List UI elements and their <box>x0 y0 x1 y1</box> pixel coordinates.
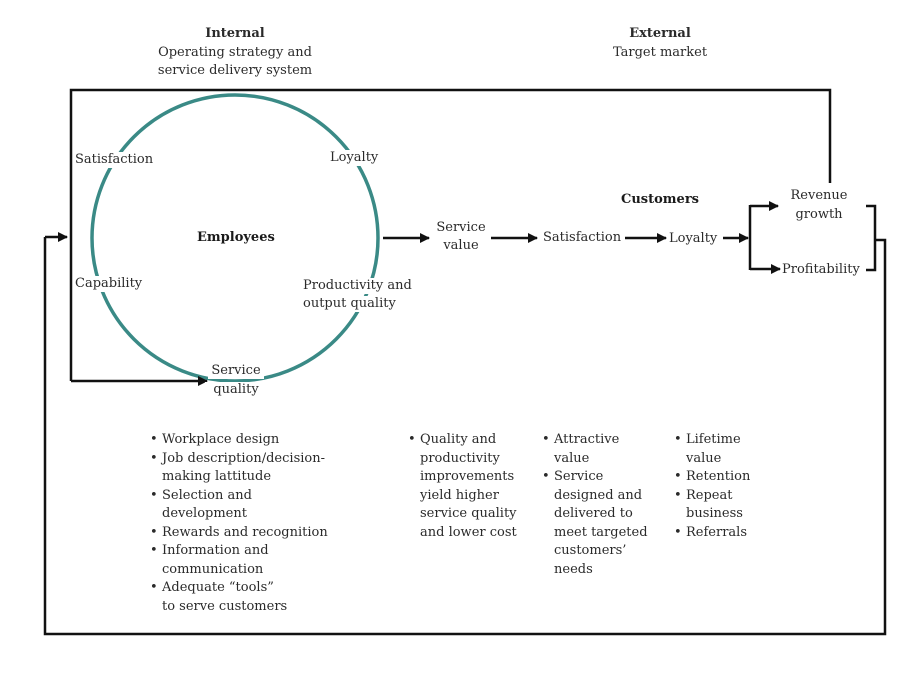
external-title: External <box>629 26 691 41</box>
service-value-list: Quality and productivity improvements yi… <box>408 431 517 542</box>
customer-loyalty-label: Loyalty <box>669 231 718 246</box>
list-item: Repeat business <box>674 487 750 524</box>
service-value-label-line1: Service <box>436 220 486 235</box>
list-item: Service designed and delivered to meet t… <box>542 468 648 579</box>
customer-loyalty-list: Lifetime value Retention Repeat business… <box>674 431 750 542</box>
revenue-growth-label-line1: Revenue <box>783 188 855 204</box>
productivity-label-line1: Productivity and <box>302 278 413 294</box>
service-quality-label-line2: quality <box>205 382 267 398</box>
internal-factors-list: Workplace design Job description/decisio… <box>150 431 328 616</box>
list-item: Retention <box>674 468 750 487</box>
list-item: Adequate “tools” to serve customers <box>150 579 328 616</box>
list-item: Quality and productivity improvements yi… <box>408 431 517 542</box>
join-bracket <box>866 204 877 272</box>
employees-label: Employees <box>197 230 275 245</box>
employee-cycle-circle <box>90 93 380 383</box>
internal-subtitle-line2: service delivery system <box>157 63 313 78</box>
list-item: Job description/decision- making lattitu… <box>150 450 328 487</box>
service-quality-label-line1: Service <box>208 363 264 379</box>
internal-title: Internal <box>205 26 265 41</box>
productivity-label-line2: output quality <box>302 296 397 312</box>
list-item: Workplace design <box>150 431 328 450</box>
employee-loyalty-label: Loyalty <box>329 150 380 166</box>
top-feedback-line <box>69 88 832 381</box>
external-subtitle: Target market <box>612 45 708 60</box>
customer-satisfaction-label: Satisfaction <box>543 230 622 245</box>
list-item: Attractive value <box>542 431 648 468</box>
list-item: Selection and development <box>150 487 328 524</box>
internal-subtitle-line1: Operating strategy and <box>158 45 312 60</box>
revenue-growth-label-line2: growth <box>795 207 843 222</box>
profitability-label: Profitability <box>782 262 860 277</box>
customer-satisfaction-list: Attractive value Service designed and de… <box>542 431 648 579</box>
list-item: Information and communication <box>150 542 328 579</box>
capability-label: Capability <box>74 276 144 292</box>
service-value-label-line2: value <box>443 238 479 253</box>
list-item: Lifetime value <box>674 431 750 468</box>
employee-satisfaction-label: Satisfaction <box>74 152 155 168</box>
list-item: Rewards and recognition <box>150 524 328 543</box>
customers-label: Customers <box>621 192 699 207</box>
list-item: Referrals <box>674 524 750 543</box>
bottom-feedback-line <box>43 237 887 636</box>
